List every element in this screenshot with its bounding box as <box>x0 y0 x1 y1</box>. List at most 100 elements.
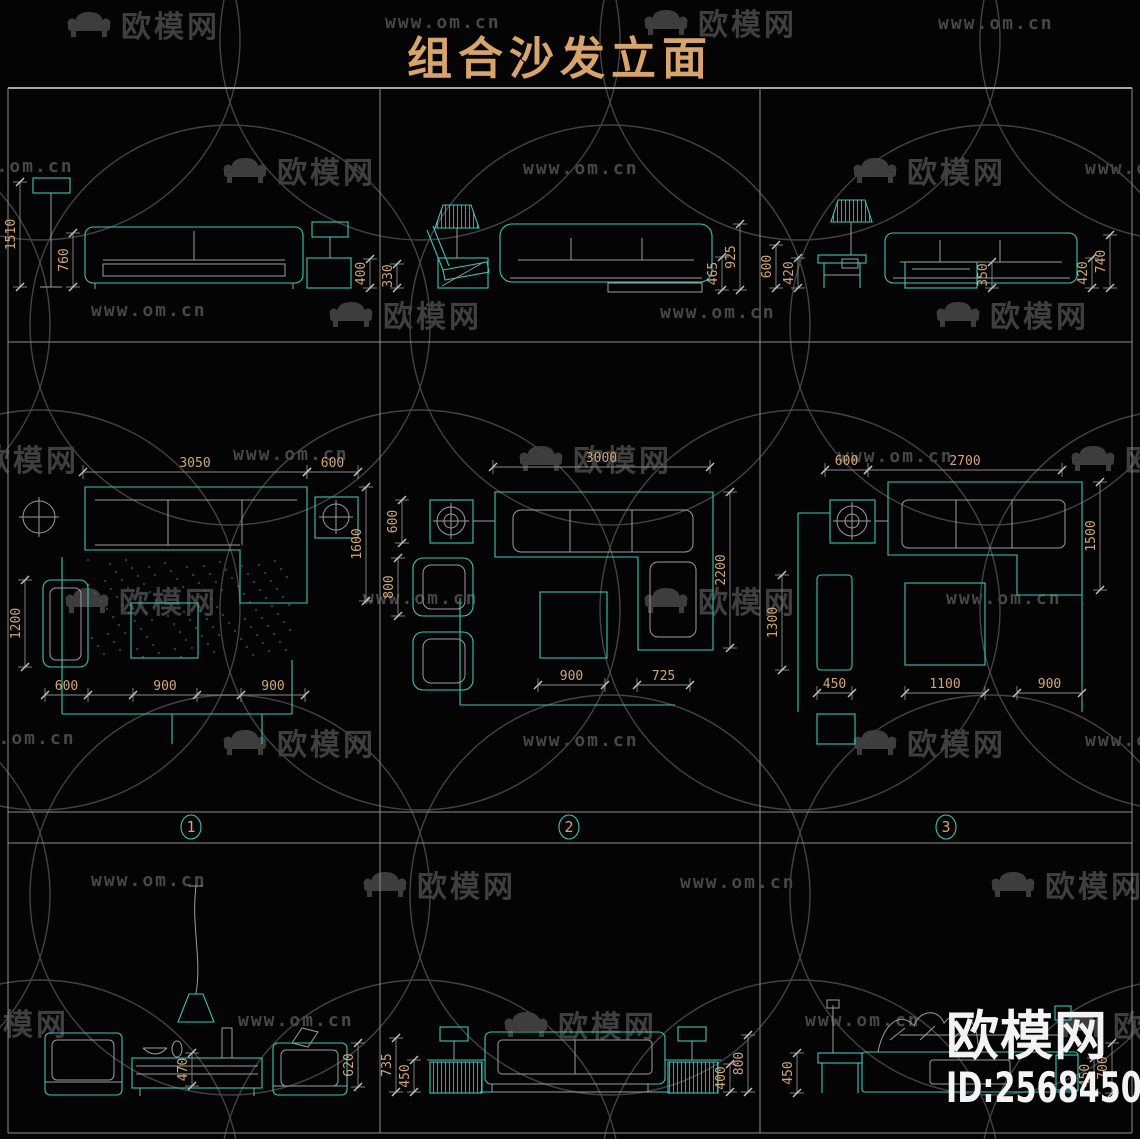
sofa-icon <box>936 302 980 327</box>
watermark-logo-text: 欧模网 <box>907 156 1006 191</box>
url-watermark: www.om.cn <box>1085 158 1140 179</box>
watermark-logo-text: 欧模网 <box>1113 1010 1140 1045</box>
dim-label: 1300 <box>766 607 781 638</box>
dimension: 1510 <box>4 177 27 292</box>
dim-label: 420 <box>782 261 797 284</box>
dimension: 735 <box>380 1033 403 1097</box>
rug-dots <box>87 559 291 658</box>
elevation-chairs-with-pendant-lamp <box>44 885 348 1096</box>
watermark-logo-text: 欧模网 <box>1045 870 1140 905</box>
dimension: 450 <box>398 1055 421 1097</box>
dimension: 600 <box>302 456 363 479</box>
url-watermark: www.om.cn <box>238 1010 354 1031</box>
dimension: 400 <box>354 254 377 293</box>
dim-label: 900 <box>1038 677 1061 692</box>
url-watermark: www.om.cn <box>385 12 501 33</box>
sofa-icon <box>65 588 109 613</box>
sofa-icon <box>1071 446 1115 471</box>
site-logo-watermark: 欧模网 <box>852 720 1006 764</box>
site-logo-watermark: 欧模网 <box>518 436 672 480</box>
url-watermark: www.om.cn <box>233 444 349 465</box>
dimension: 350 <box>976 257 999 293</box>
dimension: 1600 <box>350 482 373 606</box>
sofa-icon <box>363 872 407 897</box>
view-number-2: 2 <box>564 818 573 836</box>
dimension: 925 <box>724 219 747 295</box>
sofa-icon <box>504 1012 548 1037</box>
dim-label: 600 <box>321 456 344 471</box>
dimension: 725 <box>632 669 695 692</box>
url-watermark: www.om.cn <box>1085 730 1140 751</box>
dimension: 400 <box>714 1059 737 1097</box>
dim-label: 420 <box>1076 261 1091 284</box>
url-watermark: www.om.cn <box>91 300 207 321</box>
dim-label: 3000 <box>586 451 617 466</box>
site-name: 欧模网 <box>946 1006 1108 1067</box>
dim-label: 740 <box>1094 250 1109 273</box>
dim-label: 465 <box>706 262 721 285</box>
dim-label: 735 <box>380 1053 395 1076</box>
dim-label: 450 <box>398 1064 413 1087</box>
dim-label: 400 <box>714 1066 729 1089</box>
plan-sofa-layout-1 <box>19 486 359 744</box>
watermark-logo-text: 欧模网 <box>383 300 482 335</box>
dim-label: 900 <box>261 679 284 694</box>
watermark-logo-text: 欧模网 <box>121 10 220 45</box>
dimension: 420 <box>1076 253 1099 293</box>
dimension: 620 <box>342 1038 365 1092</box>
site-logo-watermark: 欧模网 <box>852 148 1006 192</box>
plan-sofa-layout-2 <box>412 491 714 706</box>
elevation-chaise-sofa-with-side-table <box>817 999 1079 1093</box>
dimension: 3050 <box>78 456 312 479</box>
sofa-icon <box>853 158 897 183</box>
dim-label: 450 <box>781 1061 796 1084</box>
dim-label: 800 <box>382 575 397 598</box>
url-watermark: www.om.cn <box>0 728 76 749</box>
dim-label: 2200 <box>714 554 729 585</box>
dimension: 450 <box>1078 1053 1101 1098</box>
watermark-logo-text: 欧模网 <box>698 8 797 43</box>
dim-label: 900 <box>153 679 176 694</box>
dimension: 900 <box>1012 677 1087 700</box>
sofa-icon <box>329 302 373 327</box>
dim-label: 600 <box>835 454 858 469</box>
watermark-logo-text: 欧模网 <box>0 444 79 479</box>
dim-label: 620 <box>342 1053 357 1076</box>
dimension: 600 <box>40 679 93 702</box>
dim-label: 600 <box>760 255 775 278</box>
watermark-logo-text: 欧模网 <box>698 586 797 621</box>
site-logo-watermark: 欧模网 <box>643 0 797 44</box>
watermark-logo-text: 欧模网 <box>277 156 376 191</box>
site-logo-watermark: 欧模网 <box>503 1002 657 1046</box>
dim-label: 700 <box>1096 1056 1111 1079</box>
page-title: 组合沙发立面 <box>406 32 714 85</box>
dim-label: 470 <box>176 1058 191 1081</box>
site-logo-watermark: 欧模网 <box>222 148 376 192</box>
dim-label: 3050 <box>179 456 210 471</box>
elevation-sofa-with-drum-tables <box>427 1026 721 1094</box>
url-watermark: www.om.cn <box>523 730 639 751</box>
dim-label: 900 <box>560 669 583 684</box>
dimension: 800 <box>382 553 405 621</box>
sofa-icon <box>991 872 1035 897</box>
dim-label: 1200 <box>9 608 24 639</box>
drawing-grid <box>7 87 1133 1134</box>
elevation-sofa-with-table-lamp <box>817 199 1078 289</box>
dim-label: 1600 <box>350 528 365 559</box>
dim-label: 450 <box>823 677 846 692</box>
dimension: 1300 <box>766 570 789 675</box>
watermark-logo-text: 欧模网 <box>558 1010 657 1045</box>
url-watermark: www.om.cn <box>523 158 639 179</box>
site-watermark-large: 欧模网 ID:2568450 <box>946 1010 1140 1109</box>
dim-label: 600 <box>55 679 78 694</box>
site-logo-watermark: 欧模网 <box>362 862 516 906</box>
url-watermark: www.om.cn <box>0 156 74 177</box>
dimension: 330 <box>381 259 404 293</box>
watermark-logo-text: 欧模网 <box>573 444 672 479</box>
sofa-icon <box>223 730 267 755</box>
dimension: 740 <box>1094 230 1117 293</box>
dimension: 1200 <box>9 575 32 672</box>
